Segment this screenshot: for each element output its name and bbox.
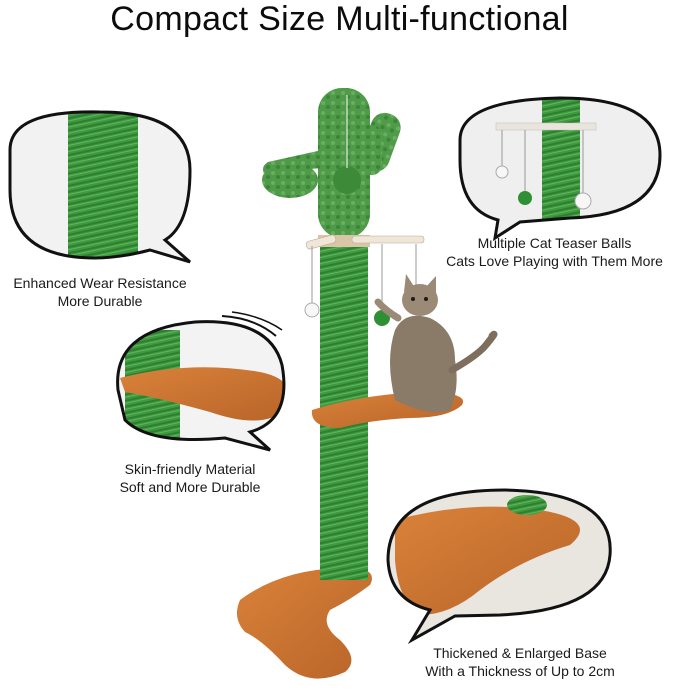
feature-thick-base: Thickened & Enlarged Base With a Thickne… — [395, 644, 645, 680]
feature-title: Enhanced Wear Resistance — [13, 275, 187, 291]
teaser-balls-bubble — [458, 96, 662, 242]
feature-wear-resistance: Enhanced Wear Resistance More Durable — [0, 274, 200, 310]
feature-skin-friendly: Skin-friendly Material Soft and More Dur… — [85, 460, 295, 496]
base-closeup-bubble — [386, 488, 612, 645]
base-platform — [236, 567, 372, 679]
plush-platform-bubble — [116, 311, 286, 452]
cat-tree — [236, 88, 498, 679]
page-title: Compact Size Multi-functional — [110, 0, 569, 38]
sisal-closeup-bubble — [8, 110, 192, 264]
feature-title: Skin-friendly Material — [124, 461, 256, 477]
feature-subtitle: With a Thickness of Up to 2cm — [425, 663, 615, 679]
feature-title: Multiple Cat Teaser Balls — [477, 235, 632, 251]
feature-title: Thickened & Enlarged Base — [433, 645, 607, 661]
feature-subtitle: More Durable — [57, 293, 143, 309]
teaser-ball-white — [304, 302, 320, 318]
cat — [374, 274, 498, 413]
feature-subtitle: Soft and More Durable — [119, 479, 261, 495]
cactus-top — [262, 88, 401, 238]
feature-subtitle: Cats Love Playing with Them More — [446, 253, 663, 269]
feature-teaser-balls: Multiple Cat Teaser Balls Cats Love Play… — [430, 234, 679, 270]
